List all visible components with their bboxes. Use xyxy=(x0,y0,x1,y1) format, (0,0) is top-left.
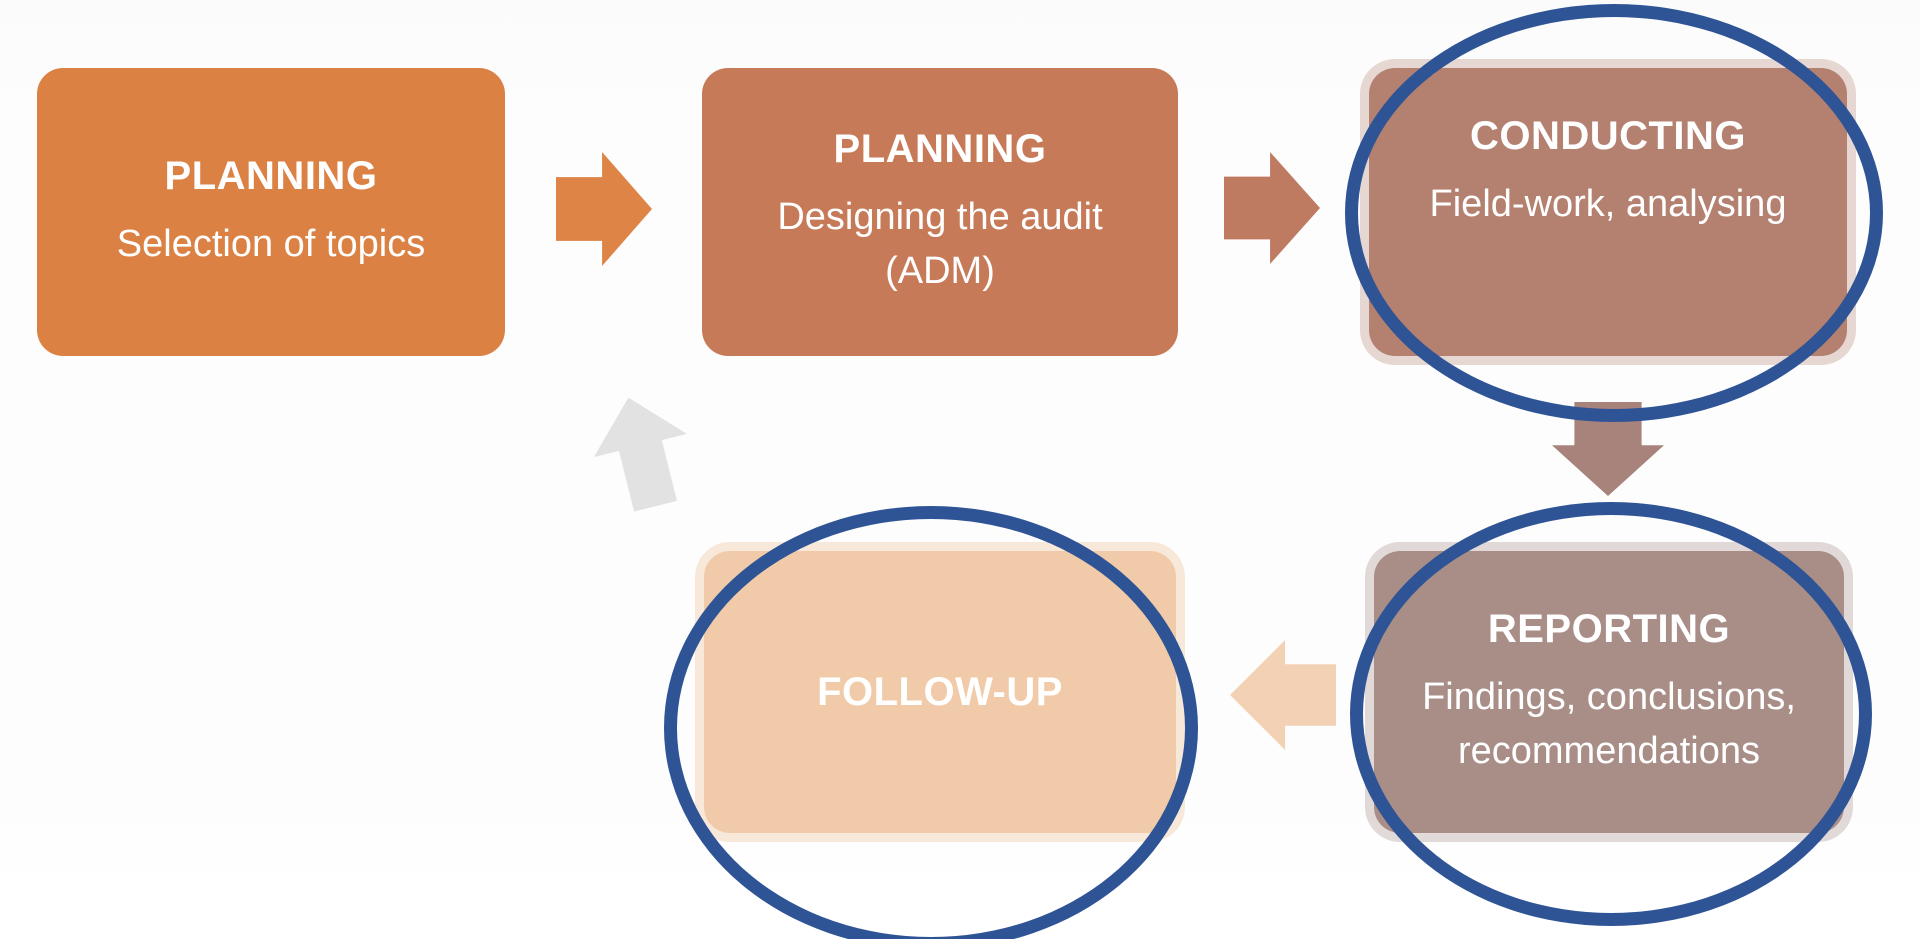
highlight-ellipse-follow-up xyxy=(664,506,1198,939)
box-planning-selection-title: PLANNING xyxy=(164,154,378,199)
arrow-reporting-to-followup-icon xyxy=(1230,640,1336,750)
arrow-followup-to-planning-icon xyxy=(582,386,702,518)
box-planning-selection: PLANNING Selection of topics xyxy=(37,68,505,356)
box-planning-design-title: PLANNING xyxy=(833,127,1047,172)
box-planning-design: PLANNING Designing the audit (ADM) xyxy=(702,68,1178,356)
highlight-ellipse-reporting xyxy=(1350,502,1872,926)
arrow-planning-to-design-icon xyxy=(556,152,652,266)
arrow-design-to-conducting-icon xyxy=(1224,152,1320,264)
box-planning-selection-subtitle: Selection of topics xyxy=(116,223,426,266)
box-planning-design-subtitle: Designing the audit (ADM) xyxy=(777,196,1103,292)
highlight-ellipse-conducting xyxy=(1345,4,1883,422)
